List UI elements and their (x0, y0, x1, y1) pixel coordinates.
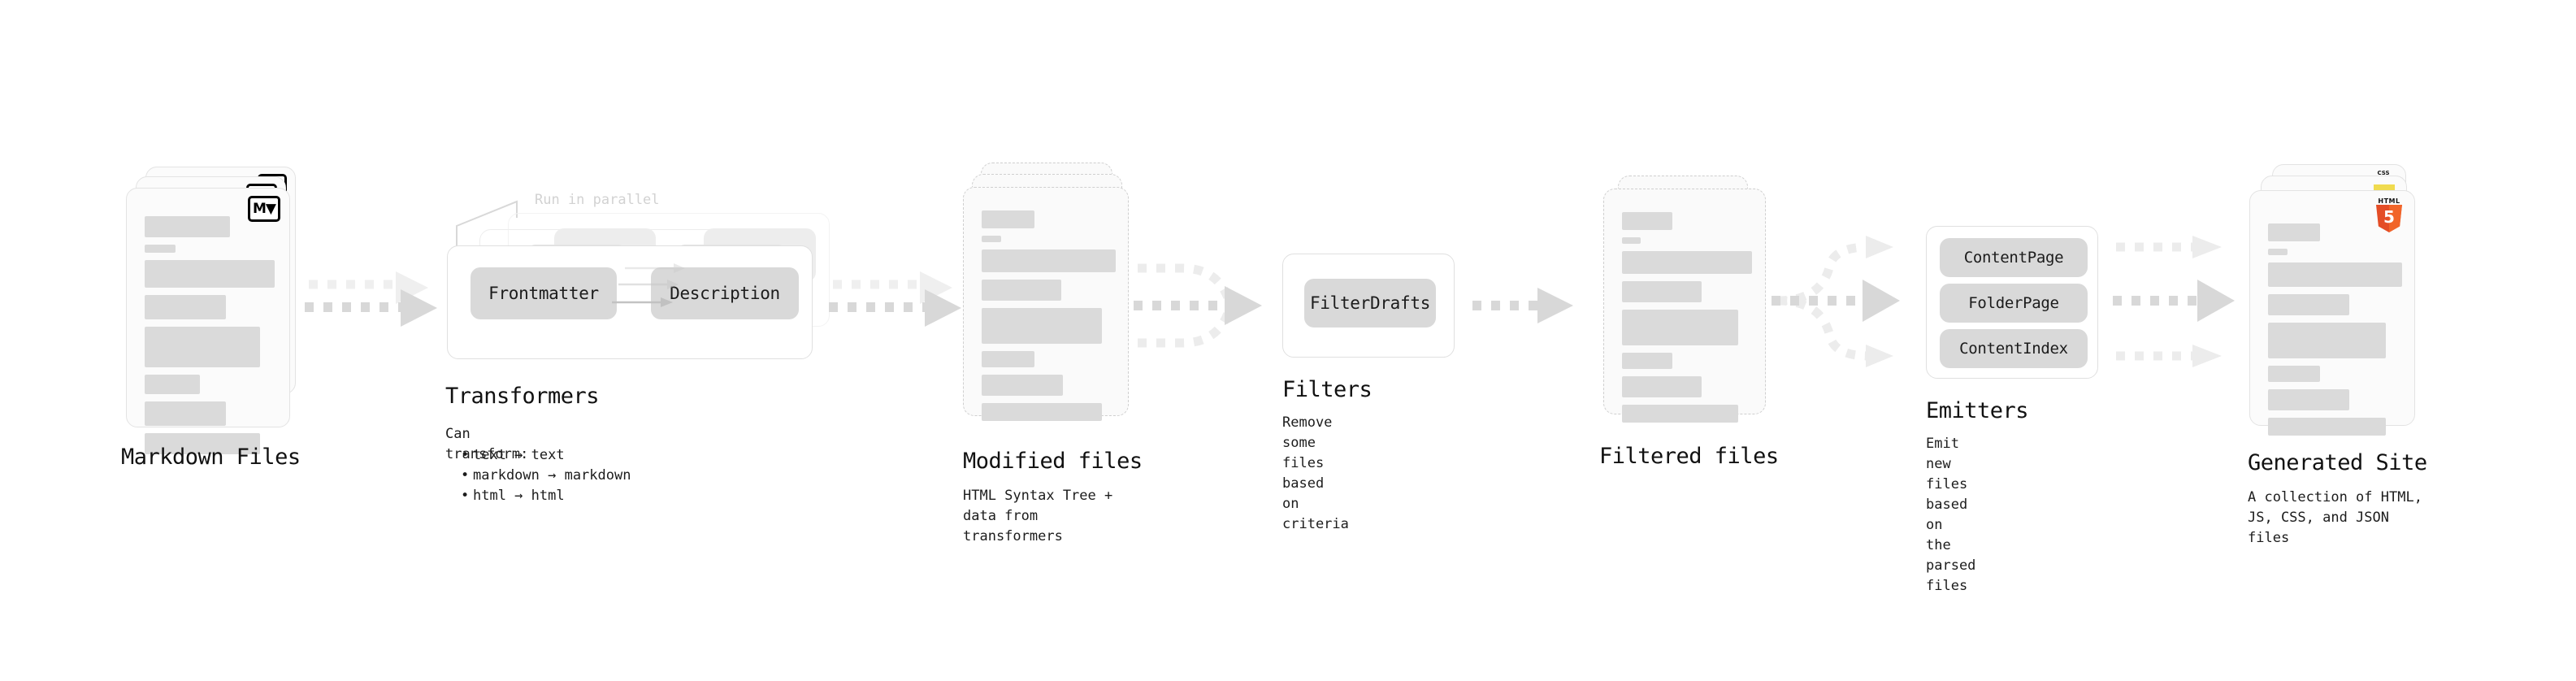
connector-filters-to-filtered (1472, 288, 1573, 323)
markdown-logo-icon: M▼ (248, 196, 280, 222)
transformer-pill-frontmatter-label: Frontmatter (488, 284, 599, 303)
connector-emitters-to-site (2113, 236, 2235, 367)
connector-transformers-to-modified (829, 271, 961, 327)
transformer-bullet: html → html (461, 486, 631, 506)
markdown-file-stack: M▼ M▼ M▼ (126, 167, 297, 454)
stage-title-generated-site: Generated Site (2248, 450, 2427, 475)
stage-title-markdown-files: Markdown Files (121, 445, 301, 470)
transformer-internal-arrows (612, 263, 685, 307)
emitter-pill-contentindex-label: ContentIndex (1959, 340, 2068, 358)
connector-filtered-to-emitters (1772, 236, 1900, 367)
emitters-panel: ContentPage FolderPage ContentIndex (1926, 226, 2098, 379)
css3-logo-label: CSS (2377, 170, 2390, 176)
generated-card-skeleton (2268, 223, 2402, 443)
transformer-bullet: markdown → markdown (461, 466, 631, 486)
markdown-card-skeleton (145, 216, 275, 462)
parallel-leader-line (456, 200, 518, 250)
html5-logo-number: 5 (2383, 207, 2395, 227)
filtered-file-stack (1603, 176, 1774, 436)
emitter-pill-folderpage-label: FolderPage (1968, 294, 2059, 312)
emitter-pill-contentpage-label: ContentPage (1963, 249, 2064, 267)
stage-title-transformers: Transformers (445, 384, 600, 409)
stage-subtitle-emitters: Emit new files based on the parsed files (1926, 436, 1976, 594)
stage-subtitle-modified-files: HTML Syntax Tree + data from transformer… (963, 488, 1113, 544)
html5-logo-icon: HTML 5 (2374, 197, 2405, 233)
parallel-note-label: Run in parallel (535, 192, 660, 208)
stage-subtitle-generated-site: A collection of HTML, JS, CSS, and JSON … (2248, 489, 2422, 546)
modified-card-skeleton (982, 210, 1116, 428)
stage-markdown-files: M▼ M▼ M▼ Markdown Files (121, 167, 301, 470)
filters-panel: FilterDrafts (1282, 254, 1455, 358)
stage-title-filters: Filters (1282, 377, 1373, 402)
filtered-card-skeleton (1622, 212, 1752, 430)
modified-file-stack (963, 163, 1138, 431)
filtered-card-front (1603, 189, 1766, 423)
stage-filtered-files: Filtered files (1599, 176, 1779, 469)
transformers-bullet-list: text → text markdown → markdown html → h… (455, 445, 631, 506)
stage-generated-site: CSS HTML 5 (2248, 164, 2427, 546)
connector-markdown-to-transformers (305, 271, 437, 327)
emitter-pill-contentpage[interactable]: ContentPage (1940, 238, 2088, 277)
html5-logo-word: HTML (2378, 197, 2400, 205)
filter-pill-filterdrafts-label: FilterDrafts (1309, 293, 1431, 313)
stage-modified-files: Modified files HTML Syntax Tree + data f… (963, 163, 1143, 544)
generated-card-html: HTML 5 (2249, 190, 2415, 436)
markdown-card-front: M▼ (126, 188, 290, 454)
modified-card-front (963, 187, 1129, 421)
transformer-bullet: text → text (461, 445, 631, 466)
emitter-pill-contentindex[interactable]: ContentIndex (1940, 329, 2088, 368)
stage-title-modified-files: Modified files (963, 449, 1143, 474)
transformer-pill-description[interactable]: Description (651, 267, 799, 319)
transformer-pill-frontmatter[interactable]: Frontmatter (471, 267, 617, 319)
stage-subtitle-filters: Remove some files based on criteria (1282, 414, 1349, 532)
stage-title-emitters: Emitters (1926, 398, 2029, 423)
filter-pill-filterdrafts[interactable]: FilterDrafts (1304, 279, 1436, 327)
generated-site-stack: CSS HTML 5 (2249, 164, 2424, 436)
connector-modified-to-filters (1134, 263, 1262, 348)
emitter-pill-folderpage[interactable]: FolderPage (1940, 284, 2088, 323)
stage-title-filtered-files: Filtered files (1599, 444, 1779, 469)
transformer-pill-description-label: Description (670, 284, 780, 303)
